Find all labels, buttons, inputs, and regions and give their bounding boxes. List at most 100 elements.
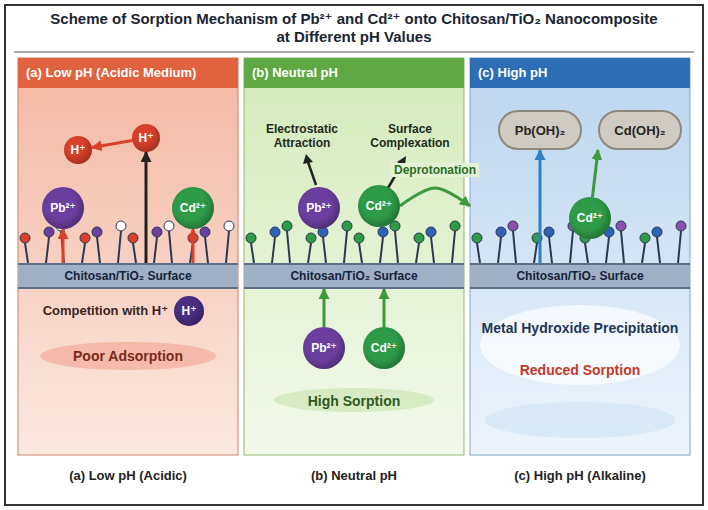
chain-stem	[308, 243, 311, 263]
chain-head	[270, 227, 280, 237]
chain-head	[44, 227, 54, 237]
chain-stem	[452, 231, 455, 263]
ion-circle: H⁺	[64, 136, 92, 164]
chain-stem	[323, 237, 326, 263]
chain-stem	[570, 231, 573, 263]
chain-stem	[169, 231, 172, 263]
ion-circle: H⁺	[174, 296, 204, 326]
ion-circle: Cd²⁺	[358, 185, 400, 227]
outer-frame	[5, 5, 703, 505]
chain-head	[544, 227, 554, 237]
connector-arrow	[62, 229, 65, 263]
node-text: Pb(OH)₂	[515, 123, 566, 138]
panel-heading: (c) High pH	[470, 58, 690, 88]
chain-stem	[25, 243, 28, 263]
chain-stem	[498, 237, 501, 263]
node-text: Chitosan/TiO₂ Surface	[64, 269, 191, 283]
chain-stem	[82, 243, 85, 263]
connector-arrow	[592, 150, 598, 197]
chain-stem	[272, 237, 275, 263]
node-text: Chitosan/TiO₂ Surface	[516, 269, 643, 283]
chain-stem	[431, 237, 434, 263]
chain-stem	[226, 231, 229, 263]
panel-heading: (a) Low pH (Acidic Medium)	[18, 58, 238, 88]
chain-head	[450, 221, 460, 231]
chain-head	[92, 227, 102, 237]
chain-stem	[46, 237, 49, 263]
chain-head	[414, 233, 424, 243]
chain-head	[282, 221, 292, 231]
chain-stem	[642, 243, 645, 263]
chain-stem	[513, 231, 516, 263]
chain-head	[472, 233, 482, 243]
chain-stem	[621, 231, 624, 263]
edge-label: Deprotonation	[391, 163, 479, 177]
note-label: Metal Hydroxide Precipitation	[480, 320, 680, 336]
ion-circle: H⁺	[132, 124, 160, 152]
chain-stem	[380, 237, 383, 263]
diagram-title: Scheme of Sorption Mechanism of Pb²⁺ and…	[50, 10, 658, 46]
panel-caption: (a) Low pH (Acidic)	[18, 468, 238, 483]
chain-stem	[585, 243, 588, 263]
hydroxide-precipitate: Cd(OH)₂	[598, 110, 682, 150]
chain-head	[426, 227, 436, 237]
chain-head	[80, 233, 90, 243]
node-text: H⁺	[182, 304, 197, 318]
chain-head	[616, 221, 626, 231]
leader-arrowhead	[303, 154, 313, 164]
chain-stem	[416, 243, 419, 263]
chain-stem	[359, 243, 362, 263]
sorbent-surface: Chitosan/TiO₂ Surface	[18, 263, 238, 289]
note-label: Reduced Sorption	[470, 362, 690, 378]
chain-stem	[118, 231, 121, 263]
chain-stem	[606, 237, 609, 263]
node-text: Cd²⁺	[180, 201, 206, 215]
ion-circle: Cd²⁺	[569, 197, 611, 239]
title-rule	[14, 52, 694, 53]
ion-circle: Pb²⁺	[298, 187, 340, 229]
chain-head	[116, 221, 126, 231]
panel-heading: (b) Neutral pH	[244, 58, 464, 88]
chain-stem	[477, 243, 480, 263]
sorbent-surface: Chitosan/TiO₂ Surface	[470, 263, 690, 289]
chain-head	[224, 221, 234, 231]
connector-arrow	[192, 229, 195, 263]
chain-stem	[534, 243, 537, 263]
chain-head	[152, 227, 162, 237]
chain-head	[306, 233, 316, 243]
chain-stem	[154, 237, 157, 263]
node-text: Pb²⁺	[311, 341, 337, 355]
chain-head	[676, 221, 686, 231]
chain-head	[246, 233, 256, 243]
chain-stem	[344, 231, 347, 263]
chain-head	[508, 221, 518, 231]
water	[485, 402, 675, 438]
node-text: Cd²⁺	[366, 199, 392, 213]
node-text: Cd²⁺	[371, 341, 397, 355]
chain-head	[342, 221, 352, 231]
hydroxide-precipitate: Pb(OH)₂	[498, 110, 582, 150]
note-label: Poor Adsorption	[18, 348, 238, 364]
connector-arrow	[400, 188, 470, 206]
leader-arrow	[308, 162, 316, 185]
node-text: H⁺	[139, 131, 154, 145]
chain-head	[496, 227, 506, 237]
note-label: Electrostatic Attraction	[250, 122, 354, 150]
note-label: Surface Complexation	[358, 122, 462, 150]
panel-ground	[244, 58, 464, 455]
chain-head	[200, 227, 210, 237]
panel-caption: (b) Neutral pH	[244, 468, 464, 483]
panel-ground	[470, 58, 690, 455]
ion-circle: Pb²⁺	[42, 187, 84, 229]
chain-head	[20, 233, 30, 243]
chain-head	[354, 233, 364, 243]
chain-head	[652, 227, 662, 237]
chain-stem	[287, 231, 290, 263]
connector-arrow	[92, 140, 132, 147]
chain-stem	[251, 243, 254, 263]
chain-stem	[549, 237, 552, 263]
connector-arrow	[383, 289, 386, 327]
chain-stem	[678, 231, 681, 263]
node-text: Pb²⁺	[306, 201, 332, 215]
